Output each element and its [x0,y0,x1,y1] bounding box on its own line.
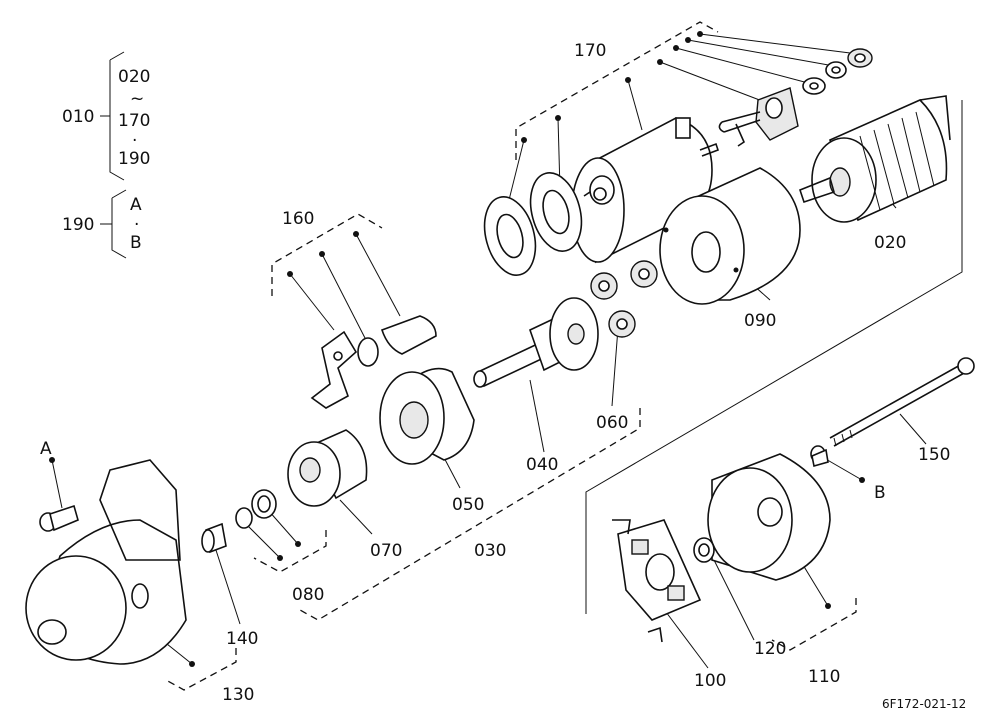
callout-040: 040 [526,455,558,475]
bracket-080 [253,530,327,573]
callout-a: A [40,439,52,459]
front-housing-130 [25,459,187,665]
callout-130: 130 [222,685,254,705]
legend-fastener-label: 190 [62,215,94,235]
callout-110: 110 [808,667,840,687]
bracket-030 [299,408,641,621]
callout-160: 160 [282,209,314,229]
solenoid-switch-170 [571,117,720,264]
callout-150: 150 [918,445,950,465]
planetary-gears-060 [590,260,658,338]
shift-lever-160 [310,315,437,409]
solenoid-gaskets [483,172,583,276]
bracket-170 [515,21,719,160]
callout-120: 120 [754,639,786,659]
callout-030: 030 [474,541,506,561]
callout-140: 140 [226,629,258,649]
callout-020: 020 [874,233,906,253]
pinion-stop-080 [235,489,277,529]
legend-assembly-brace [100,51,125,181]
legend-assembly-member-1: 020 [118,67,150,87]
bushing-140 [201,522,227,554]
bracket-130 [165,648,237,691]
bracket-160 [271,213,383,296]
callout-080: 080 [292,585,324,605]
solenoid-nut-washers [802,48,873,95]
yoke-090 [659,167,801,305]
legend-fastener-member-1: A [130,195,142,215]
legend-assembly-label: 010 [62,107,94,127]
brush-holder-100 [612,519,702,643]
callout-labels: 170 020 090 060 040 050 070 030 160 080 … [40,41,950,705]
legend-fastener-member-3: B [130,233,142,253]
legend-fastener-member-2: · [134,215,139,235]
callout-b: B [874,483,886,503]
assembly-frame-line [585,100,963,614]
bracket-110 [771,598,857,651]
bearing-120 [693,537,715,563]
through-bolt-150 [829,357,975,447]
figure-code: 6F172-021-12 [882,697,966,711]
bolt-a [39,504,79,532]
end-frame-110 [707,453,831,581]
leader-dots [49,31,865,667]
assembly-legend: 010 020 ~ 170 · 190 190 A · B [62,51,150,259]
armature-020 [799,95,951,223]
callout-100: 100 [694,671,726,691]
plunger-link [718,87,799,147]
gear-case-050 [379,367,475,465]
callout-070: 070 [370,541,402,561]
screw-b [810,445,829,468]
callout-050: 050 [452,495,484,515]
overrunning-clutch-070 [287,429,368,507]
legend-assembly-member-3: 170 [118,111,150,131]
shaft-040 [473,297,599,388]
legend-assembly-member-2: ~ [130,89,144,109]
callout-170: 170 [574,41,606,61]
legend-fastener-brace [100,189,127,259]
legend-assembly-member-4: · [132,131,137,151]
group-brackets [165,21,963,691]
legend-assembly-member-5: 190 [118,149,150,169]
callout-060: 060 [596,413,628,433]
callout-090: 090 [744,311,776,331]
